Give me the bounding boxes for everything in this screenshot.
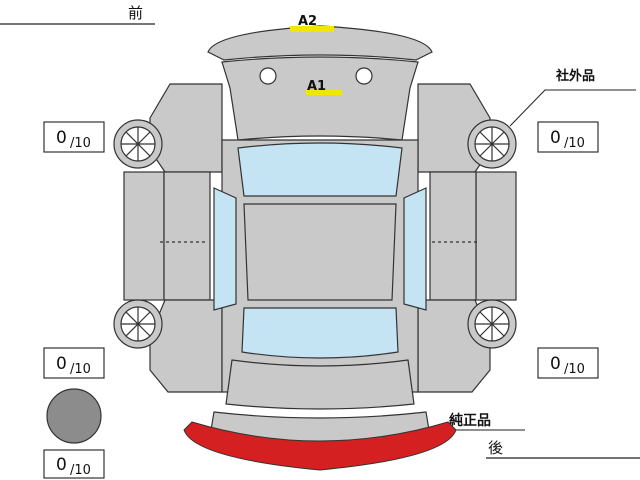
tire-front-left[interactable] <box>113 119 163 169</box>
tire-rear-left-spokes <box>121 307 155 341</box>
tread-box-rear-left-frame <box>43 347 105 379</box>
tread-spare-max: /10 <box>70 463 91 478</box>
tread-rear-left-max: /10 <box>70 362 91 377</box>
right-headlight <box>355 67 373 85</box>
rear-label: 後 <box>488 439 503 457</box>
car-body <box>207 25 433 445</box>
tire-rear-right[interactable] <box>467 299 517 349</box>
windshield[interactable] <box>237 142 403 197</box>
tread-box-front-right-frame <box>537 121 599 153</box>
aftermarket-label: 社外品 <box>555 68 595 84</box>
a1-code: A1 <box>307 79 326 94</box>
right-door-panel[interactable] <box>429 171 477 301</box>
trunk[interactable] <box>225 359 415 410</box>
tread-box-spare[interactable]: 0 /10 <box>43 449 105 479</box>
tread-rear-left-value: 0 <box>56 354 67 374</box>
hood[interactable] <box>221 56 419 141</box>
left-rear-quarter[interactable] <box>149 299 223 393</box>
tread-box-rear-right[interactable]: 0 /10 <box>537 347 599 379</box>
tread-front-left-max: /10 <box>70 136 91 151</box>
tread-box-front-right[interactable]: 0 /10 <box>537 121 599 153</box>
a1-highlight <box>306 90 342 95</box>
tire-front-right[interactable] <box>467 119 517 169</box>
left-door-panel[interactable] <box>163 171 211 301</box>
spare-tire[interactable] <box>46 388 102 444</box>
rear-window[interactable] <box>241 307 399 359</box>
tread-box-spare-frame <box>43 449 105 479</box>
left-front-fender[interactable] <box>149 83 223 173</box>
tire-front-left-spokes <box>121 127 155 161</box>
roof[interactable] <box>243 203 397 301</box>
tread-box-front-left-frame <box>43 121 105 153</box>
aftermarket-label-group: 社外品 <box>509 68 636 127</box>
tire-rear-right-spokes <box>475 307 509 341</box>
left-sill-outer[interactable] <box>123 171 165 301</box>
tread-front-right-value: 0 <box>550 128 561 148</box>
genuine-label-group: 純正品 <box>445 412 525 431</box>
tread-box-rear-right-frame <box>537 347 599 379</box>
left-headlight <box>259 67 277 85</box>
aftermarket-leader-line <box>509 89 636 127</box>
tire-front-right-spokes <box>475 127 509 161</box>
tire-rear-left[interactable] <box>113 299 163 349</box>
front-bumper[interactable] <box>207 25 433 61</box>
rear-label-group: 後 <box>486 439 640 459</box>
tread-rear-right-value: 0 <box>550 354 561 374</box>
left-side-window[interactable] <box>213 187 237 311</box>
tread-front-left-value: 0 <box>56 128 67 148</box>
a2-highlight <box>290 26 334 32</box>
damage-mark-a1: A1 <box>306 79 342 95</box>
front-label: 前 <box>128 4 143 22</box>
right-side-panels <box>417 83 517 393</box>
front-label-group: 前 <box>0 4 155 25</box>
tread-box-rear-left[interactable]: 0 /10 <box>43 347 105 379</box>
tread-rear-right-max: /10 <box>564 362 585 377</box>
genuine-rear-bumper-highlight <box>183 421 457 471</box>
genuine-label: 純正品 <box>449 412 491 429</box>
right-sill-outer[interactable] <box>475 171 517 301</box>
a2-code: A2 <box>298 14 317 29</box>
tread-spare-value: 0 <box>56 455 67 475</box>
tread-front-right-max: /10 <box>564 136 585 151</box>
right-side-window[interactable] <box>403 187 427 311</box>
tread-box-front-left[interactable]: 0 /10 <box>43 121 105 153</box>
damage-mark-a2: A2 <box>290 14 334 32</box>
